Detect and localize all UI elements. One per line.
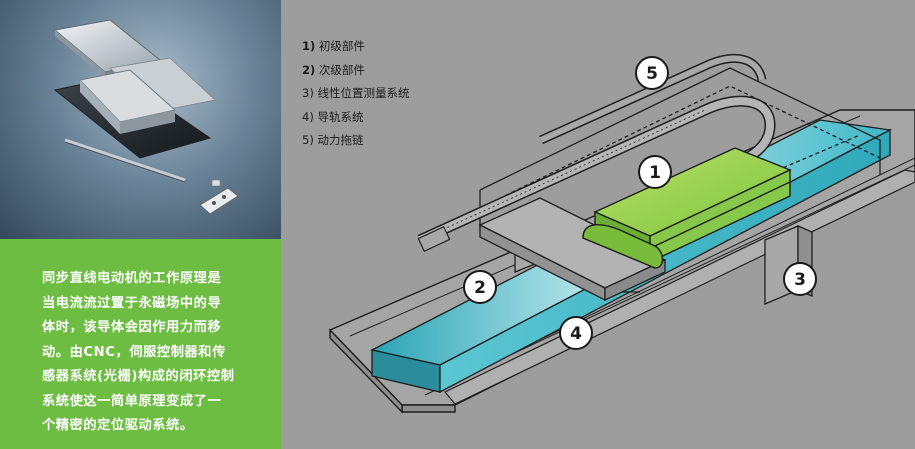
legend-label: 线性位置测量系统 xyxy=(317,86,410,100)
legend-item: 5) 动力拖链 xyxy=(302,129,409,153)
legend-label: 次级部件 xyxy=(318,62,365,77)
callout-4: 4 xyxy=(559,316,593,350)
callout-1: 1 xyxy=(638,155,672,189)
carriage-plate xyxy=(478,197,667,302)
description-line: 同步直线电动机的工作原理是 xyxy=(42,271,222,286)
scale-part xyxy=(64,138,186,182)
description-line: 系统使这一简单原理变成了一 xyxy=(42,393,222,409)
description-line: 当电流流过置于永磁场中的导 xyxy=(42,295,222,311)
svg-text:2: 2 xyxy=(474,278,486,298)
svg-text:3: 3 xyxy=(794,270,806,290)
description-panel: 同步直线电动机的工作原理是 当电流流过置于永磁场中的导 体时，该导体会因作用力而… xyxy=(0,239,281,449)
sensor-head-part xyxy=(199,187,239,215)
legend-item: 1) 初级部件 xyxy=(302,35,409,59)
legend-item: 4) 导轨系统 xyxy=(302,106,409,130)
svg-text:4: 4 xyxy=(570,324,582,344)
description-line: 个精密的定位驱动系统。 xyxy=(42,418,194,433)
legend-number: 3) xyxy=(302,86,314,100)
exploded-motor-photo xyxy=(0,0,281,239)
legend-number: 5) xyxy=(302,133,314,147)
primary-part xyxy=(582,147,792,269)
legend-label: 动力拖链 xyxy=(317,133,364,147)
legend-number: 1) xyxy=(302,39,316,53)
legend-item: 2) 次级部件 xyxy=(302,59,409,83)
legend-label: 初级部件 xyxy=(318,39,365,53)
legend-label: 导轨系统 xyxy=(317,109,364,124)
description-line: 感器系统(光栅)构成的闭环控制 xyxy=(42,369,235,384)
callout-3: 3 xyxy=(783,262,817,296)
description-line: 动。由CNC，伺服控制器和传 xyxy=(42,344,226,360)
description-line: 体时，该导体会因作用力而移 xyxy=(42,320,222,335)
svg-text:1: 1 xyxy=(649,163,661,183)
legend-item: 3) 线性位置测量系统 xyxy=(302,82,409,106)
legend-number: 2) xyxy=(302,62,316,77)
primary-block-part xyxy=(53,69,212,159)
parts-legend: 1) 初级部件 2) 次级部件 3) 线性位置测量系统 4) 导轨系统 5) 动… xyxy=(302,35,409,153)
connector-part xyxy=(211,179,221,187)
linear-motor-diagram: 1 2 3 4 5 xyxy=(281,0,915,449)
legend-number: 4) xyxy=(302,109,314,124)
svg-text:5: 5 xyxy=(646,64,658,84)
callout-2: 2 xyxy=(463,270,497,304)
callout-5: 5 xyxy=(635,56,669,90)
